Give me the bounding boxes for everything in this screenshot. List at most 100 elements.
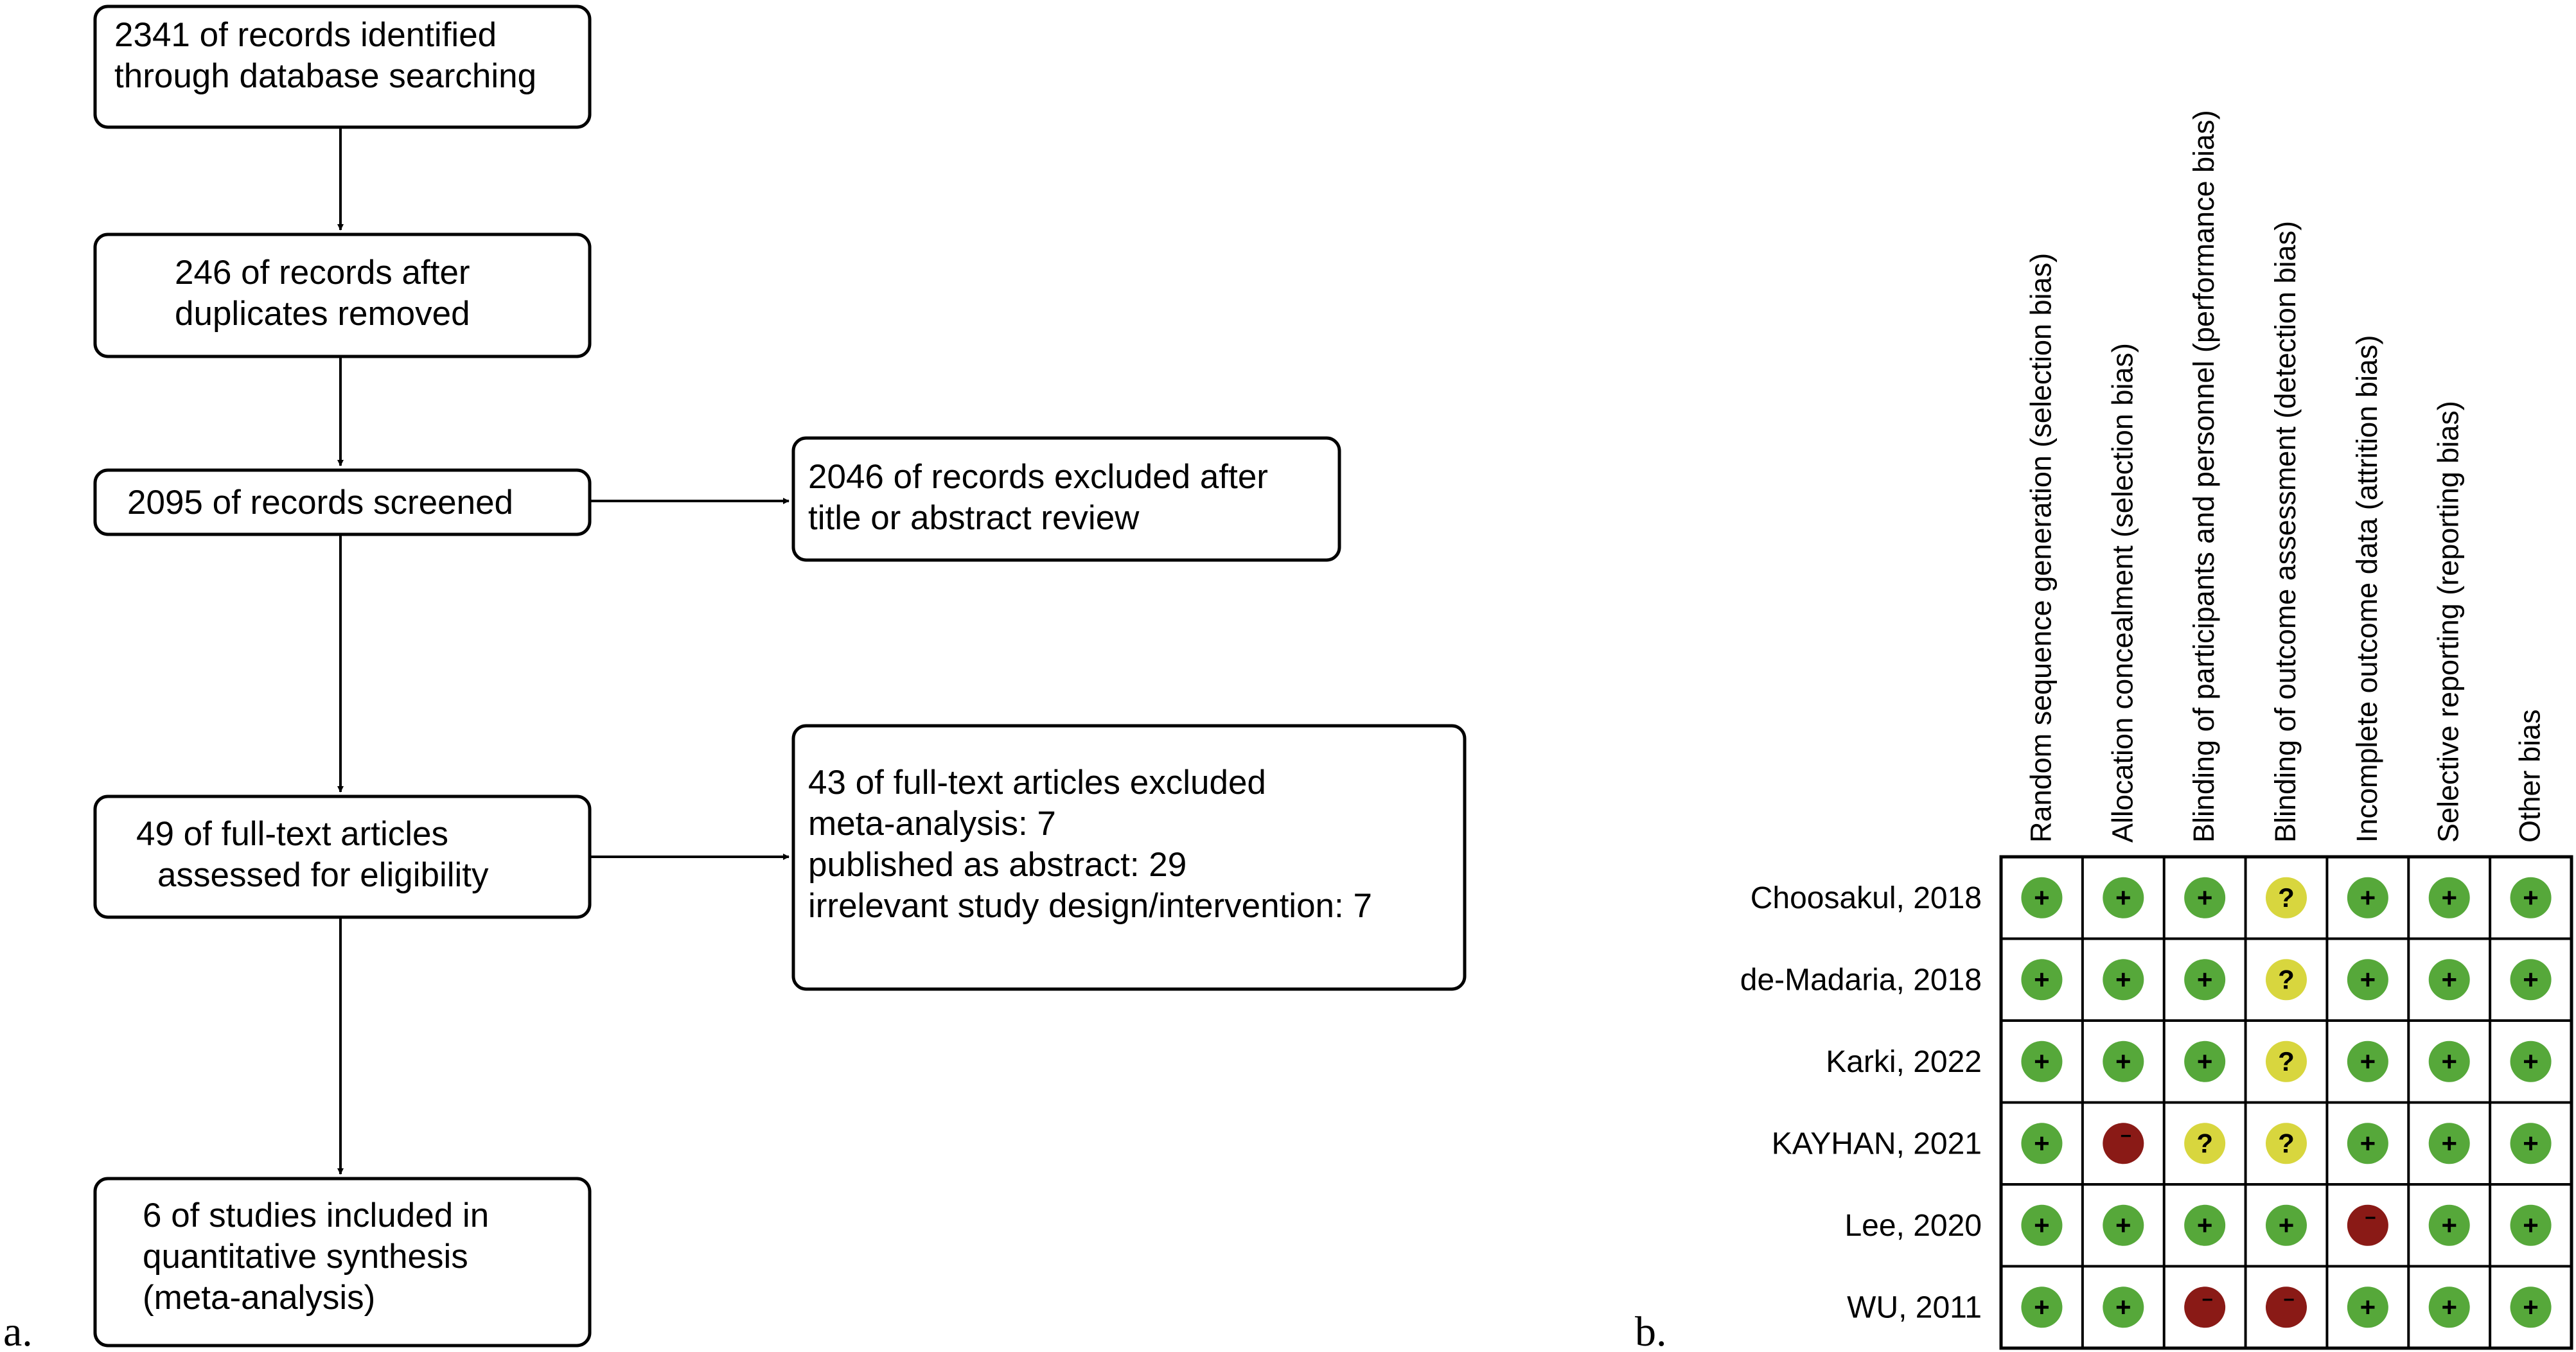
column-label: Blinding of outcome assessment (detectio… xyxy=(2269,221,2302,843)
rob-cell: + xyxy=(2510,1204,2552,1246)
box-excluded-title-line: 2046 of records excluded after xyxy=(808,458,1268,496)
column-label: Blinding of participants and personnel (… xyxy=(2187,110,2220,843)
rob-cell: + xyxy=(2510,1286,2552,1328)
box-screened xyxy=(93,468,592,536)
flow-diagram: a. 2341 of records identified through da… xyxy=(3,4,1467,1352)
flow-box-excluded-fulltext: 43 of full-text articles excluded meta-a… xyxy=(791,724,1467,991)
low-risk-circle xyxy=(2266,1204,2307,1246)
high-risk-circle xyxy=(2184,1286,2226,1328)
flow-connectors xyxy=(337,127,790,1175)
low-risk-icon: + xyxy=(2197,1210,2213,1240)
study-label: Choosakul, 2018 xyxy=(1751,881,1982,915)
low-risk-circle xyxy=(2347,959,2388,1001)
low-risk-circle xyxy=(2021,1286,2063,1328)
high-risk-icon: − xyxy=(2283,1289,2295,1310)
flow-box-dedup: 246 of records after duplicates removed xyxy=(93,233,592,358)
low-risk-icon: + xyxy=(2115,964,2131,994)
box-identified-line: through database searching xyxy=(114,57,536,95)
box-excluded-fulltext-line: 43 of full-text articles excluded xyxy=(808,764,1266,802)
risk-of-bias-summary: b. Random sequence generation (selection… xyxy=(1635,110,2573,1352)
low-risk-circle xyxy=(2347,1040,2388,1082)
rob-cell: + xyxy=(2103,1040,2144,1082)
rob-cell: + xyxy=(2103,1204,2144,1246)
low-risk-icon: + xyxy=(2034,1046,2050,1076)
low-risk-icon: + xyxy=(2441,1128,2457,1158)
low-risk-circle xyxy=(2428,1123,2470,1164)
rob-cell: − xyxy=(2347,1204,2388,1246)
svg-text:assessed for eligibility: assessed for eligibility xyxy=(157,856,489,894)
low-risk-circle xyxy=(2021,1040,2063,1082)
flow-box-included: 6 of studies included in quantitative sy… xyxy=(93,1177,592,1348)
low-risk-icon: + xyxy=(2360,1128,2376,1158)
rob-cell: + xyxy=(2021,959,2063,1001)
column-label: Selective reporting (reporting bias) xyxy=(2432,401,2465,843)
svg-text:2341 of records identified: 2341 of records identified xyxy=(114,16,497,54)
svg-text:published as abstract: 29: published as abstract: 29 xyxy=(808,846,1187,884)
low-risk-icon: + xyxy=(2523,1046,2539,1076)
rob-cell: + xyxy=(2021,1286,2063,1328)
low-risk-icon: + xyxy=(2279,1210,2295,1240)
box-fulltext-line: 49 of full-text articles xyxy=(136,815,448,853)
low-risk-icon: + xyxy=(2034,1210,2050,1240)
low-risk-circle xyxy=(2184,959,2226,1001)
low-risk-icon: + xyxy=(2115,1210,2131,1240)
rob-cell: − xyxy=(2103,1123,2144,1164)
rob-cell: ? xyxy=(2266,1040,2307,1082)
high-risk-icon: − xyxy=(2121,1125,2132,1146)
low-risk-circle xyxy=(2103,1286,2144,1328)
low-risk-icon: + xyxy=(2115,882,2131,913)
svg-text:duplicates removed: duplicates removed xyxy=(175,295,470,333)
rob-cell: + xyxy=(2510,1040,2552,1082)
low-risk-icon: + xyxy=(2197,882,2213,913)
rob-cell: + xyxy=(2347,1123,2388,1164)
low-risk-circle xyxy=(2184,1040,2226,1082)
low-risk-icon: + xyxy=(2034,882,2050,913)
box-dedup xyxy=(93,233,592,358)
low-risk-icon: + xyxy=(2523,1292,2539,1322)
rob-cell: + xyxy=(2021,877,2063,918)
low-risk-circle xyxy=(2428,1286,2470,1328)
study-label: de-Madaria, 2018 xyxy=(1740,963,1982,997)
box-excluded-fulltext-line: irrelevant study design/intervention: 7 xyxy=(808,887,1372,925)
rob-cell: + xyxy=(2021,1123,2063,1164)
rob-cell: + xyxy=(2347,959,2388,1001)
low-risk-circle xyxy=(2428,877,2470,918)
rob-cell: + xyxy=(2021,1040,2063,1082)
flow-box-fulltext: 49 of full-text articles assessed for el… xyxy=(93,795,592,919)
low-risk-circle xyxy=(2021,877,2063,918)
rob-cell: + xyxy=(2510,959,2552,1001)
rob-cell: + xyxy=(2428,959,2470,1001)
unclear-risk-circle xyxy=(2266,1123,2307,1164)
svg-text:49 of full-text articles: 49 of full-text articles xyxy=(136,815,448,853)
box-dedup-line: 246 of records after xyxy=(175,254,470,292)
svg-text:title or abstract review: title or abstract review xyxy=(808,499,1140,537)
low-risk-icon: + xyxy=(2360,964,2376,994)
rob-cell: + xyxy=(2347,1040,2388,1082)
column-label: Incomplete outcome data (attrition bias) xyxy=(2351,335,2383,843)
svg-text:(meta-analysis): (meta-analysis) xyxy=(143,1279,375,1317)
box-included-line: quantitative synthesis xyxy=(143,1238,468,1276)
low-risk-circle xyxy=(2510,1286,2552,1328)
low-risk-icon: + xyxy=(2441,1046,2457,1076)
low-risk-icon: + xyxy=(2115,1046,2131,1076)
box-excluded-title-line: title or abstract review xyxy=(808,499,1140,537)
unclear-risk-icon: ? xyxy=(2278,964,2295,994)
svg-text:2046 of records excluded after: 2046 of records excluded after xyxy=(808,458,1268,496)
low-risk-icon: + xyxy=(2360,1292,2376,1322)
low-risk-circle xyxy=(2428,1040,2470,1082)
panel-a-label: a. xyxy=(3,1308,33,1352)
study-label: WU, 2011 xyxy=(1847,1290,1982,1324)
box-included xyxy=(93,1177,592,1348)
flow-box-screened: 2095 of records screened xyxy=(93,468,592,536)
low-risk-icon: + xyxy=(2197,1046,2213,1076)
rob-cell: + xyxy=(2428,1286,2470,1328)
rob-cell: ? xyxy=(2266,877,2307,918)
box-dedup-line: duplicates removed xyxy=(175,295,470,333)
low-risk-circle xyxy=(2184,877,2226,918)
study-label: Lee, 2020 xyxy=(1844,1209,1982,1243)
box-excluded-fulltext-line: published as abstract: 29 xyxy=(808,846,1187,884)
rob-cell: + xyxy=(2021,1204,2063,1246)
box-fulltext-line: assessed for eligibility xyxy=(157,856,489,894)
rob-cell: + xyxy=(2184,1204,2226,1246)
